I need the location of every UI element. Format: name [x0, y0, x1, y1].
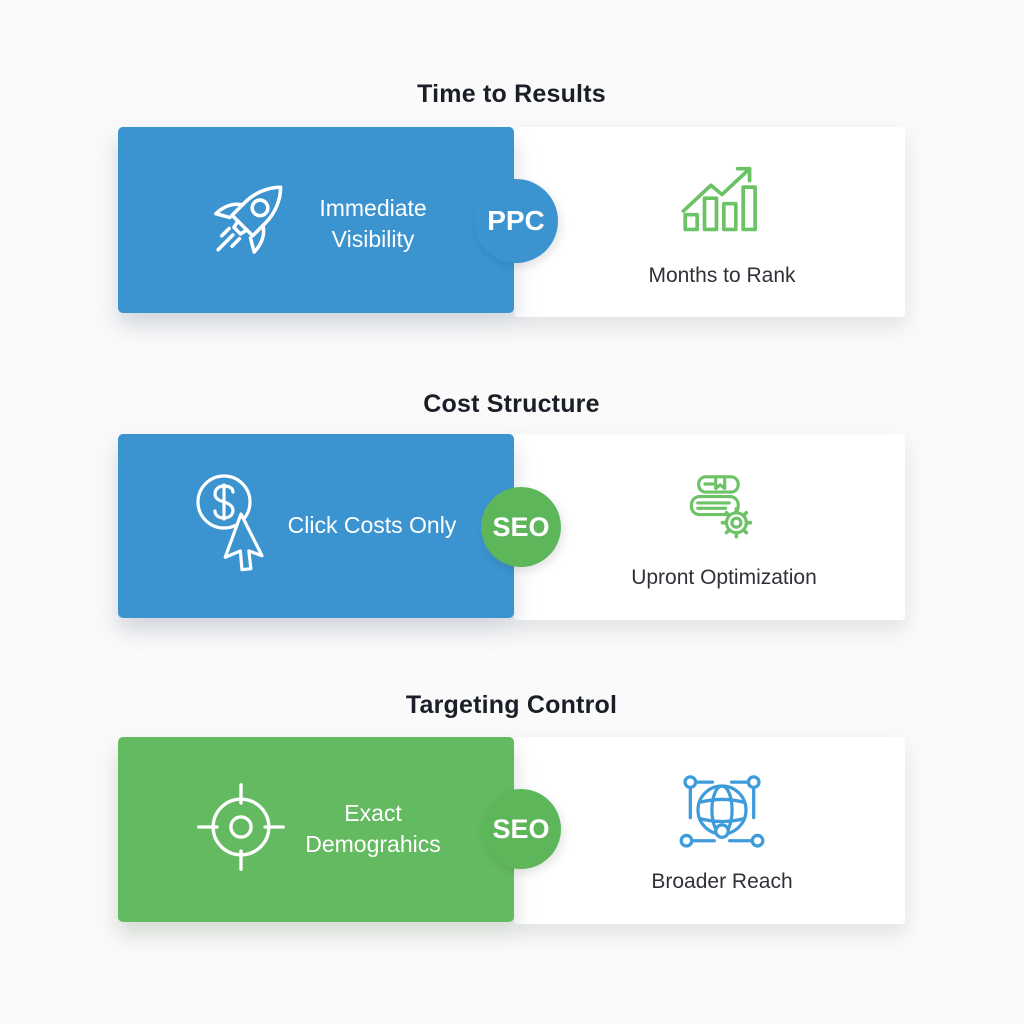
- seo-badge: SEO: [481, 789, 561, 869]
- right-benefit-label: Upront Optimization: [631, 566, 817, 589]
- right-benefit-label: Months to Rank: [648, 264, 796, 287]
- seo-badge: SEO: [481, 487, 561, 567]
- ppc-panel-click-costs: [118, 434, 514, 618]
- ppc-badge: PPC: [474, 179, 558, 263]
- left-benefit-label: Immediate Visibility: [319, 195, 427, 252]
- rocket-icon: [197, 170, 301, 274]
- seo-panel-exact-demographics: [118, 737, 514, 922]
- section-title-targeting-control: Targeting Control: [405, 691, 618, 719]
- growth-chart-icon: [676, 154, 768, 246]
- seo-card-upfront-optimization: [514, 434, 905, 620]
- left-benefit-label: Exact Demograhics: [305, 800, 441, 857]
- target-icon: [193, 779, 289, 875]
- right-benefit-label: Broader Reach: [651, 870, 793, 893]
- section-title-cost-structure: Cost Structure: [423, 390, 600, 418]
- ppc-panel-immediate-visibility: [118, 127, 514, 313]
- cost-per-click-icon: [187, 468, 287, 578]
- seo-card-months-to-rank: [514, 127, 905, 317]
- globe-network-icon: [674, 762, 770, 858]
- section-title-time-to-results: Time to Results: [417, 80, 606, 108]
- left-benefit-label: Click Costs Only: [287, 512, 457, 538]
- books-gear-icon: [672, 466, 772, 556]
